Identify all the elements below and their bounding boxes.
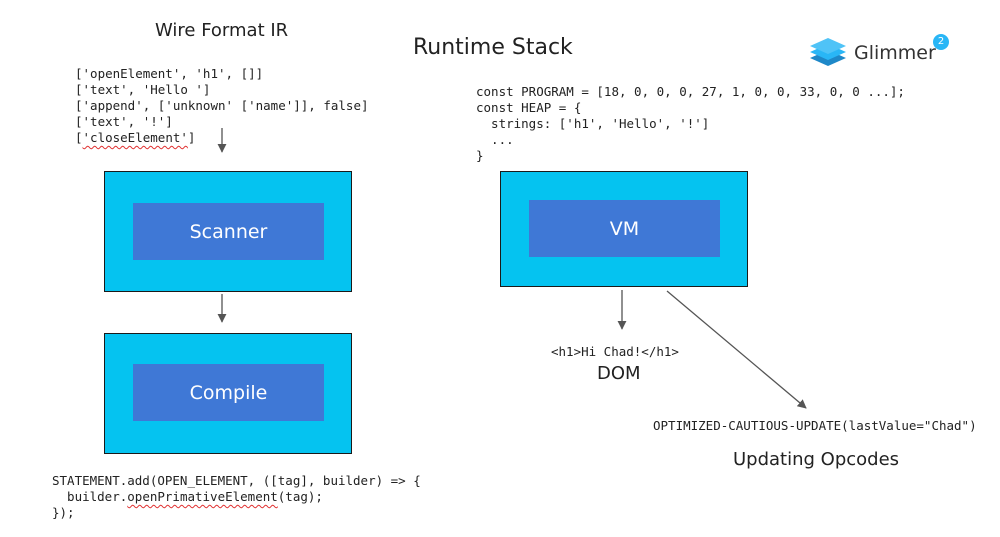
dom-label: DOM xyxy=(597,363,641,384)
wire-line-5-word: 'closeElement' xyxy=(82,130,188,145)
program-line-2: const HEAP = { xyxy=(476,100,582,115)
wire-line-5-suffix: ] xyxy=(187,130,196,145)
updating-opcodes-label: Updating Opcodes xyxy=(733,449,900,470)
statement-line-2-prefix: builder. xyxy=(52,489,128,504)
wire-format-title: Wire Format IR xyxy=(155,20,289,41)
wire-line-5-prefix: [ xyxy=(75,130,83,145)
vm-box: VM xyxy=(529,200,720,257)
statement-line-2: builder.openPrimativeElement(tag); xyxy=(52,489,421,505)
scanner-box: Scanner xyxy=(133,203,324,260)
statement-line-1: STATEMENT.add(OPEN_ELEMENT, ([tag], buil… xyxy=(52,473,421,488)
program-line-3: strings: ['h1', 'Hello', '!'] xyxy=(476,116,710,131)
program-code: const PROGRAM = [18, 0, 0, 0, 27, 1, 0, … xyxy=(476,84,905,164)
logo-badge: 2 xyxy=(933,34,949,50)
update-opcode: OPTIMIZED-CAUTIOUS-UPDATE(lastValue="Cha… xyxy=(653,418,977,433)
dom-output: <h1>Hi Chad!</h1> xyxy=(551,344,679,359)
statement-code: STATEMENT.add(OPEN_ELEMENT, ([tag], buil… xyxy=(52,473,421,521)
program-line-4: ... xyxy=(476,132,514,147)
program-line-5: } xyxy=(476,148,484,163)
runtime-stack-title: Runtime Stack xyxy=(413,35,573,60)
wire-line-2: ['text', 'Hello '] xyxy=(75,82,211,97)
logo-text: Glimmer xyxy=(854,42,936,64)
glimmer-logo: Glimmer 2 xyxy=(806,34,956,74)
arrow-vm-to-opcodes xyxy=(666,290,807,409)
wire-line-3: ['append', ['unknown' ['name']], false] xyxy=(75,98,369,113)
wire-format-code: ['openElement', 'h1', []] ['text', 'Hell… xyxy=(75,66,369,146)
program-line-1: const PROGRAM = [18, 0, 0, 0, 27, 1, 0, … xyxy=(476,84,905,99)
stacked-layers-icon xyxy=(810,38,846,66)
logo-badge-text: 2 xyxy=(937,36,945,47)
statement-line-3: }); xyxy=(52,505,75,520)
statement-line-2-suffix: (tag); xyxy=(277,489,323,504)
wire-line-4: ['text', '!'] xyxy=(75,114,173,129)
wire-line-1: ['openElement', 'h1', []] xyxy=(75,66,264,81)
statement-line-2-word: openPrimativeElement xyxy=(127,489,278,504)
compile-box: Compile xyxy=(133,364,324,421)
wire-line-5: ['closeElement'] xyxy=(75,130,369,146)
